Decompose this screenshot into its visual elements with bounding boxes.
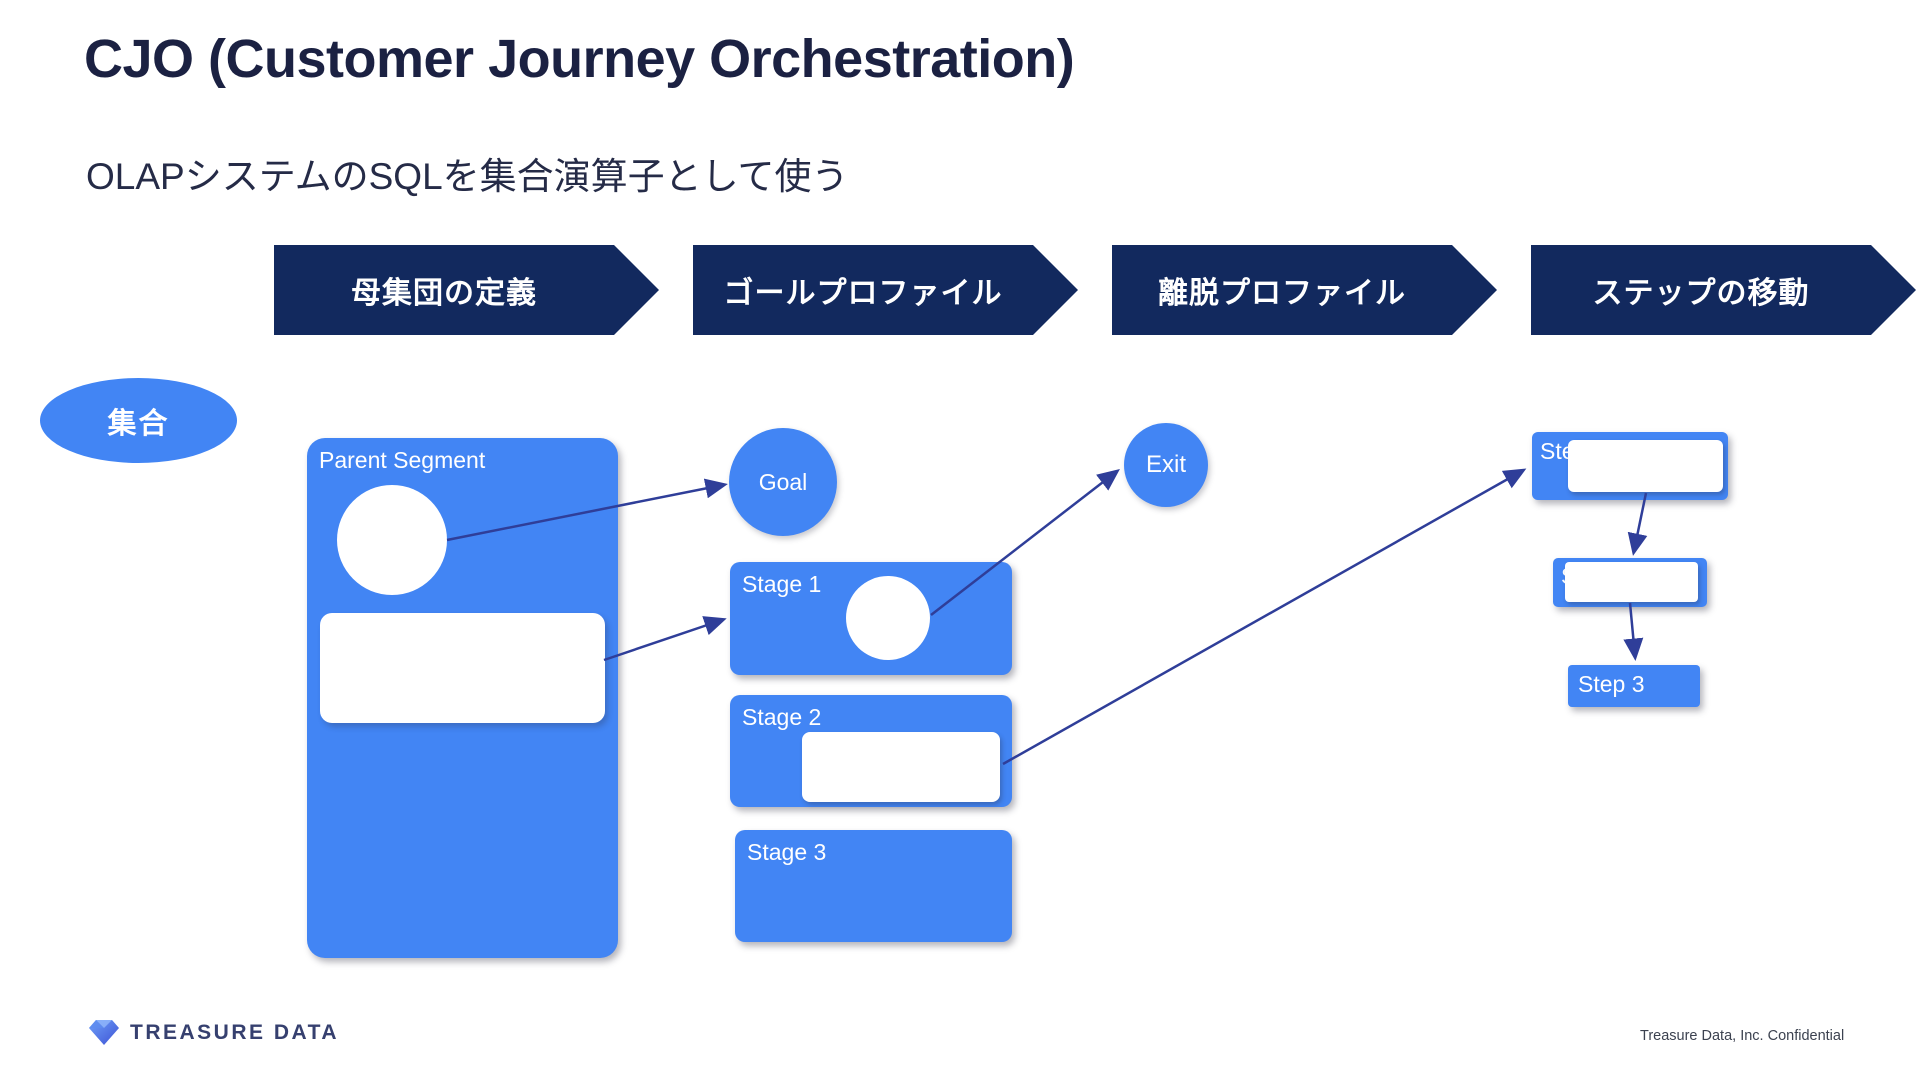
arrow-parent-rect-to-stage1 <box>603 616 727 662</box>
treasure-data-logo: TREASURE DATA <box>88 1018 339 1047</box>
confidential-note: Treasure Data, Inc. Confidential <box>1640 1028 1845 1044</box>
stage-1-label: Stage 1 <box>742 571 822 597</box>
process-banner-label: 母集団の定義 <box>351 277 537 310</box>
treasure-data-wordmark: TREASURE DATA <box>130 1020 340 1044</box>
process-banner-label: ステップの移動 <box>1592 277 1810 310</box>
process-banner-exit-profile: 離脱プロファイル <box>1112 245 1497 335</box>
step-2-rect <box>1565 562 1698 602</box>
parent-segment-label: Parent Segment <box>319 447 486 473</box>
step-1-box: Step 1 <box>1532 432 1728 500</box>
parent-segment-rect <box>320 613 605 723</box>
process-banner-label: 離脱プロファイル <box>1158 277 1406 310</box>
arrow-step1-to-step2 <box>1627 492 1648 556</box>
stage-2-box: Stage 2 <box>730 695 1012 807</box>
arrow-stage2-to-step1 <box>1002 468 1527 766</box>
process-banner-step-move: ステップの移動 <box>1531 245 1916 335</box>
process-banner-label: ゴールプロファイル <box>723 277 1003 310</box>
stage-1-circle <box>846 576 930 660</box>
step-3-box: Step 3 <box>1568 665 1700 707</box>
process-banner-goal-profile: ゴールプロファイル <box>693 245 1078 335</box>
exit-label: Exit <box>1145 451 1186 478</box>
step-1-rect <box>1568 440 1723 492</box>
stage-3-box: Stage 3 <box>735 830 1012 942</box>
goal-node: Goal <box>729 428 837 536</box>
set-ellipse: 集合 <box>40 378 237 463</box>
stage-2-rect <box>802 732 1000 802</box>
parent-segment-box: Parent Segment <box>307 438 618 958</box>
stage-2-label: Stage 2 <box>742 704 822 730</box>
process-banner-population: 母集団の定義 <box>274 245 659 335</box>
goal-label: Goal <box>758 468 808 495</box>
stage-3-label: Stage 3 <box>747 839 827 865</box>
arrow-step2-to-step3 <box>1623 602 1644 661</box>
diamond-gem-icon <box>89 1020 119 1045</box>
parent-segment-circle <box>337 485 447 595</box>
page-subtitle: OLAPシステムのSQLを集合演算子として使う <box>86 156 849 197</box>
set-ellipse-label: 集合 <box>107 407 170 440</box>
step-2-box: Step 2 <box>1553 558 1707 607</box>
stage-1-box: Stage 1 <box>730 562 1012 675</box>
step-3-label: Step 3 <box>1578 671 1645 697</box>
exit-node: Exit <box>1124 423 1208 507</box>
page-title: CJO (Customer Journey Orchestration) <box>84 29 1075 89</box>
